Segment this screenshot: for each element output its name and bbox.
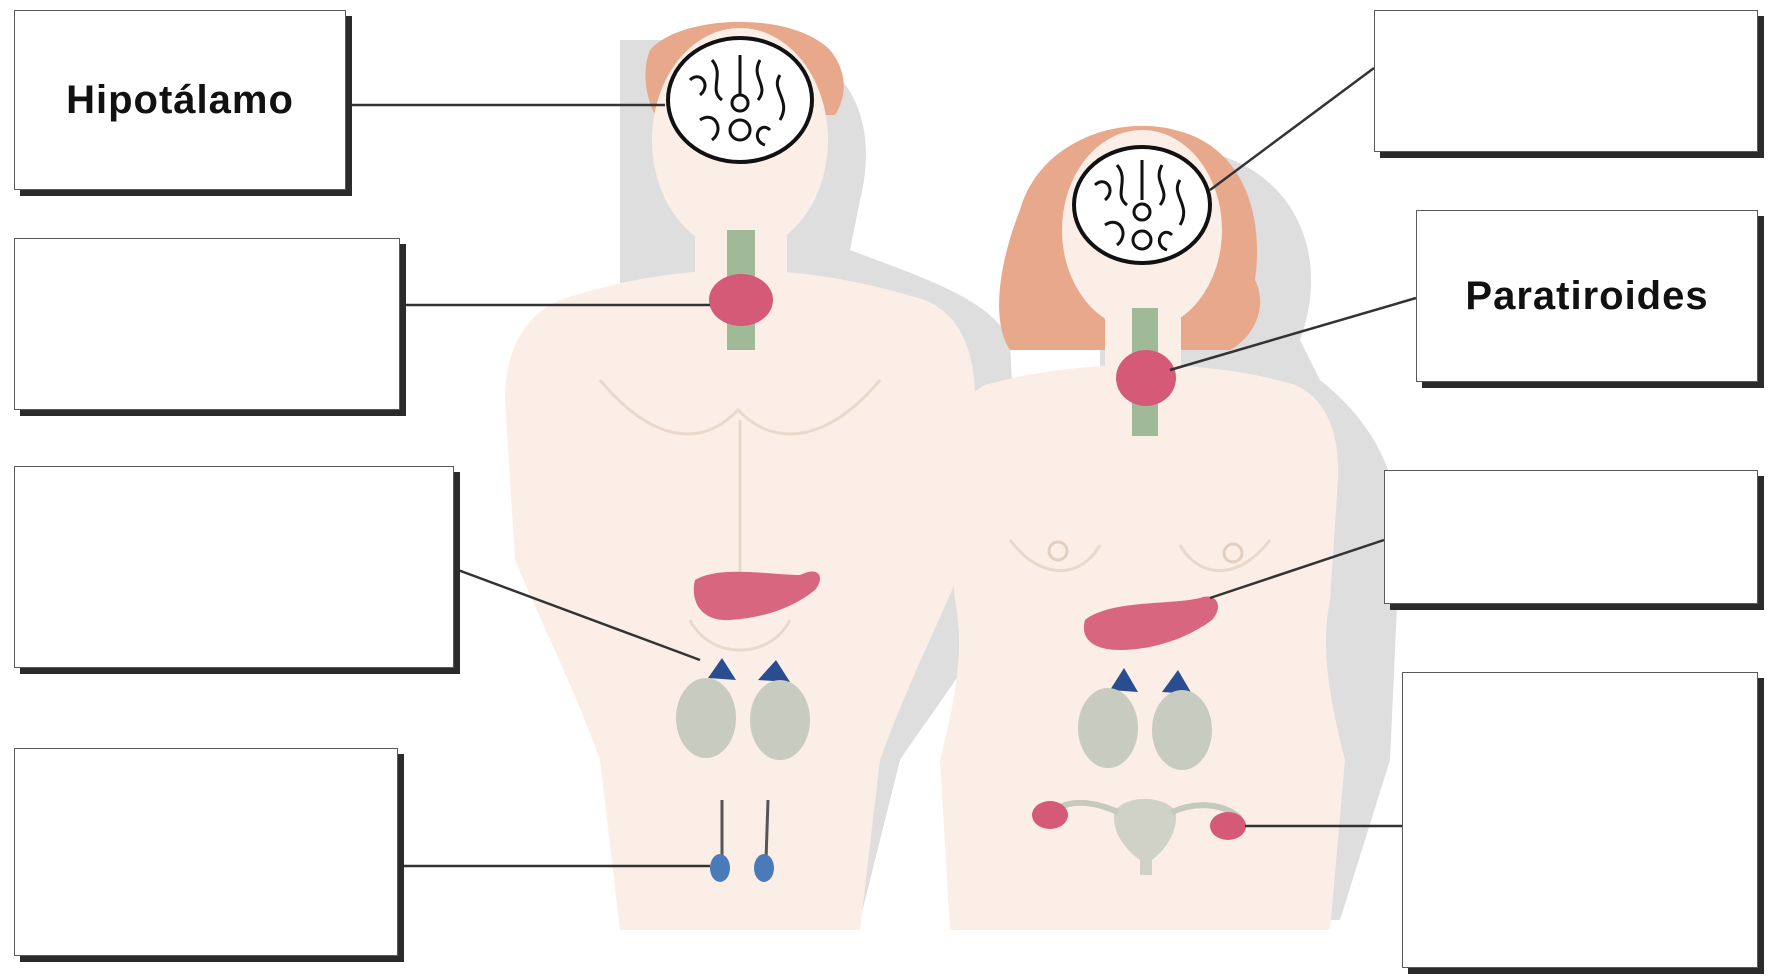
male-testis-right [754, 854, 774, 882]
male-hypothalamus-marker [732, 95, 748, 111]
male-pituitary-marker [730, 120, 750, 140]
leader-line-r1 [1210, 68, 1374, 190]
label-box-right-3[interactable] [1384, 470, 1758, 604]
male-brain [668, 38, 812, 162]
male-kidney-right [750, 680, 810, 760]
female-ovary-right [1210, 812, 1246, 840]
female-figure [940, 126, 1400, 930]
label-box-left-1[interactable]: Hipotálamo [14, 10, 346, 190]
label-box-left-4[interactable] [14, 748, 398, 956]
male-testis-left [710, 854, 730, 882]
female-kidney-left [1078, 688, 1138, 768]
label-box-left-3[interactable] [14, 466, 454, 668]
female-ovary-left [1032, 801, 1068, 829]
female-thyroid [1116, 350, 1176, 406]
female-pituitary-marker [1133, 231, 1151, 249]
label-box-right-2[interactable]: Paratiroides [1416, 210, 1758, 382]
label-text-left-1: Hipotálamo [66, 78, 294, 123]
female-hypothalamus-marker [1134, 204, 1150, 220]
male-kidney-left [676, 678, 736, 758]
male-thyroid [709, 274, 773, 326]
label-box-right-1[interactable] [1374, 10, 1758, 152]
female-kidney-right [1152, 690, 1212, 770]
female-brain [1074, 147, 1210, 263]
label-text-right-2: Paratiroides [1465, 274, 1708, 319]
label-box-left-2[interactable] [14, 238, 400, 410]
label-box-right-4[interactable] [1402, 672, 1758, 968]
